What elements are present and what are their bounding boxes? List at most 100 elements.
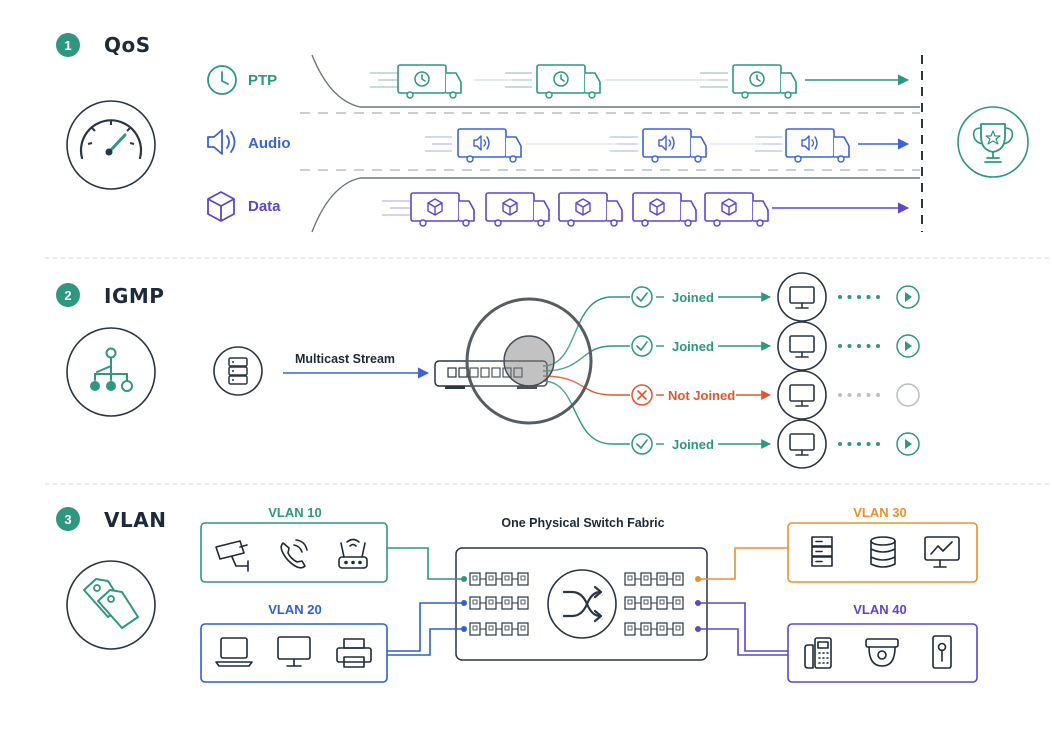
cube-icon bbox=[502, 198, 518, 216]
lane-data-label: Data bbox=[207, 191, 281, 222]
switch-port bbox=[672, 596, 684, 610]
play-icon bbox=[896, 334, 920, 358]
switch-port bbox=[517, 572, 529, 586]
fabric-label: One Physical Switch Fabric bbox=[501, 516, 664, 530]
dot bbox=[838, 344, 842, 348]
truck bbox=[642, 128, 707, 163]
truck bbox=[785, 128, 850, 163]
switch-port bbox=[469, 622, 486, 636]
lane-label: Audio bbox=[248, 135, 291, 152]
truck bbox=[704, 192, 769, 227]
lane-audio-label: Audio bbox=[207, 129, 291, 155]
access-reader-icon bbox=[932, 635, 952, 669]
network-switch bbox=[434, 360, 548, 389]
section-title: IGMP bbox=[104, 284, 164, 308]
section-number-badge bbox=[56, 507, 80, 531]
dot bbox=[876, 442, 880, 446]
switch-port bbox=[624, 572, 641, 586]
truck bbox=[485, 192, 550, 227]
clock-icon bbox=[553, 71, 569, 87]
igmp-section: 2 IGMP Multicast Stream bbox=[56, 272, 920, 469]
switch-port bbox=[672, 572, 684, 586]
lane-label: PTP bbox=[248, 72, 277, 89]
switch-port bbox=[485, 622, 502, 636]
speedometer-icon bbox=[66, 100, 156, 190]
chart-monitor-icon bbox=[924, 536, 960, 568]
truck bbox=[732, 64, 797, 99]
switch-port bbox=[485, 596, 502, 610]
dot bbox=[857, 393, 861, 397]
server-icon bbox=[213, 346, 263, 396]
desk-phone-icon bbox=[804, 637, 832, 669]
dot bbox=[876, 344, 880, 348]
speed-streaks bbox=[382, 200, 410, 216]
router-icon bbox=[338, 538, 368, 569]
stream-label: Multicast Stream bbox=[295, 352, 395, 366]
dot bbox=[838, 295, 842, 299]
switch-port bbox=[485, 572, 502, 586]
switch-port bbox=[501, 596, 518, 610]
receiver-monitor-icon bbox=[777, 370, 827, 420]
speaker-icon bbox=[801, 135, 818, 151]
lane-label: Data bbox=[248, 198, 281, 215]
receiver-row: Joined bbox=[631, 321, 920, 371]
join-status: Joined bbox=[672, 290, 714, 305]
section-number: 1 bbox=[64, 38, 71, 53]
dome-camera-icon bbox=[865, 638, 899, 667]
vlan-40-box bbox=[787, 623, 978, 683]
branch-lines bbox=[542, 296, 630, 445]
truck bbox=[457, 128, 522, 163]
switch-port bbox=[501, 572, 518, 586]
vlan-label: VLAN 40 bbox=[853, 602, 906, 617]
dot bbox=[838, 393, 842, 397]
vlan-label: VLAN 10 bbox=[268, 505, 321, 520]
dot bbox=[857, 295, 861, 299]
dot bbox=[847, 344, 852, 348]
join-status: Not Joined bbox=[668, 388, 735, 403]
tags-icon bbox=[66, 560, 156, 650]
speaker-icon bbox=[207, 129, 236, 155]
port-dots bbox=[461, 576, 701, 632]
dot bbox=[866, 442, 871, 446]
switch-port bbox=[469, 596, 486, 610]
multicast-tree-icon bbox=[66, 327, 156, 417]
dot bbox=[876, 295, 880, 299]
cube-icon bbox=[207, 191, 235, 222]
dot bbox=[866, 295, 871, 299]
switch-port bbox=[501, 622, 518, 636]
vlan-20-box bbox=[200, 623, 388, 683]
switch-port bbox=[517, 622, 529, 636]
check-icon bbox=[631, 335, 653, 357]
check-icon bbox=[631, 433, 653, 455]
switch-port bbox=[640, 596, 657, 610]
truck bbox=[397, 64, 462, 99]
printer-icon bbox=[336, 638, 372, 668]
vlan-section: 3 VLAN VLAN 10 VLAN 20 VLAN 30 VLAN 40 O… bbox=[56, 505, 978, 683]
clock-icon bbox=[207, 65, 237, 95]
truck bbox=[558, 192, 623, 227]
speaker-icon bbox=[658, 135, 675, 151]
speaker-icon bbox=[473, 135, 490, 151]
switch-port bbox=[656, 596, 673, 610]
truck bbox=[410, 192, 475, 227]
cube-icon bbox=[649, 198, 665, 216]
switch-port bbox=[624, 622, 641, 636]
dot bbox=[876, 393, 880, 397]
play-icon bbox=[896, 285, 920, 309]
switch-port bbox=[656, 622, 673, 636]
switch-port bbox=[624, 596, 641, 610]
server-icon bbox=[811, 536, 833, 567]
lane-ptp-label: PTP bbox=[207, 65, 277, 95]
vlan-10-box bbox=[200, 522, 388, 583]
clock-icon bbox=[749, 71, 765, 87]
camera-icon bbox=[215, 540, 249, 572]
dot bbox=[847, 442, 852, 446]
database-icon bbox=[870, 536, 896, 568]
vlan-connectors bbox=[387, 547, 788, 656]
clock-icon bbox=[414, 71, 430, 87]
phone-icon bbox=[280, 539, 308, 569]
road-edge bbox=[311, 54, 920, 108]
road-edge bbox=[311, 177, 920, 233]
magnifier-overlay bbox=[465, 297, 593, 425]
